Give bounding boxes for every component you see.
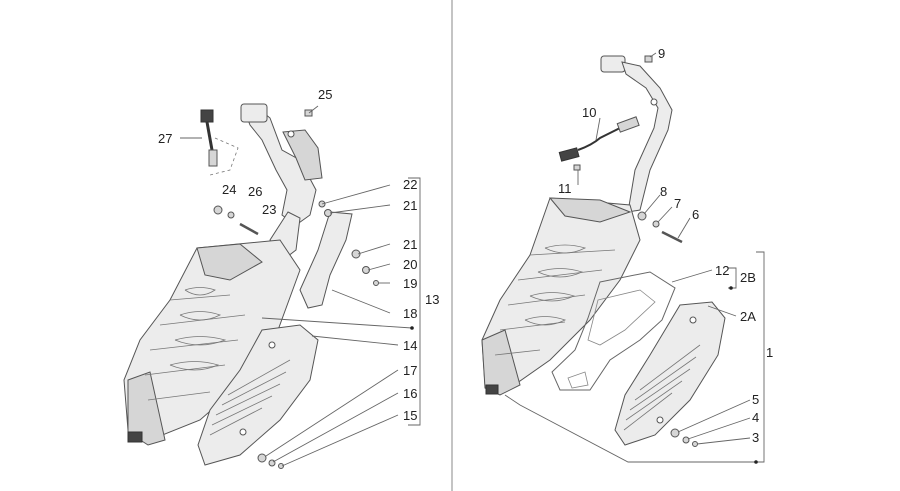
callout-25: 25 — [318, 87, 332, 102]
washer-part — [682, 436, 690, 444]
left-assembly — [123, 103, 421, 469]
callout-16: 16 — [403, 386, 417, 401]
washer-part — [257, 453, 267, 463]
washer-part — [351, 249, 361, 259]
callout-19: 19 — [403, 276, 417, 291]
nut-part — [644, 55, 653, 63]
washer-part — [670, 428, 680, 438]
callout-23: 23 — [262, 202, 276, 217]
callout-4: 4 — [752, 410, 759, 425]
right-exhaust-pipe-part — [600, 55, 673, 213]
callout-10: 10 — [582, 105, 596, 120]
bolt-part — [239, 222, 259, 236]
bolt-part — [661, 230, 683, 244]
lambda-sensor-part — [200, 109, 218, 167]
washer-part — [692, 441, 698, 447]
callout-20: 20 — [403, 257, 417, 272]
callout-3: 3 — [752, 430, 759, 445]
callout-5: 5 — [752, 392, 759, 407]
callout-21b: 21 — [403, 237, 417, 252]
washer-part — [227, 211, 235, 219]
left-exhaust-pipe-part — [240, 103, 323, 261]
callout-27: 27 — [158, 131, 172, 146]
callout-12: 12 — [715, 263, 729, 278]
callout-18: 18 — [403, 306, 417, 321]
callout-22: 22 — [403, 177, 417, 192]
nut-part — [304, 109, 313, 117]
lambda-sensor-part — [558, 116, 640, 162]
callout-24: 24 — [222, 182, 236, 197]
right-muffler-part — [481, 197, 641, 396]
gasket-part — [551, 271, 676, 391]
right-heat-shield-part — [614, 301, 726, 446]
callout-2B: 2B — [740, 270, 756, 285]
callout-21a: 21 — [403, 198, 417, 213]
callout-17: 17 — [403, 363, 417, 378]
callout-7: 7 — [674, 196, 681, 211]
bracket-part — [299, 211, 353, 309]
callout-2A: 2A — [740, 309, 756, 324]
callout-11: 11 — [558, 181, 572, 196]
callout-1: 1 — [766, 345, 773, 360]
left-muffler-part — [123, 239, 301, 446]
callout-8: 8 — [660, 184, 667, 199]
washer-part — [278, 463, 284, 469]
washer-part — [213, 205, 223, 215]
clip-part — [573, 164, 581, 171]
callout-15: 15 — [403, 408, 417, 423]
callout-6: 6 — [692, 207, 699, 222]
washer-part — [373, 280, 379, 286]
callout-14: 14 — [403, 338, 417, 353]
washer-part — [652, 220, 660, 228]
callout-13: 13 — [425, 292, 439, 307]
callout-26: 26 — [248, 184, 262, 199]
callout-9: 9 — [658, 46, 665, 61]
right-assembly — [481, 52, 765, 464]
left-heat-shield-part — [197, 324, 319, 466]
